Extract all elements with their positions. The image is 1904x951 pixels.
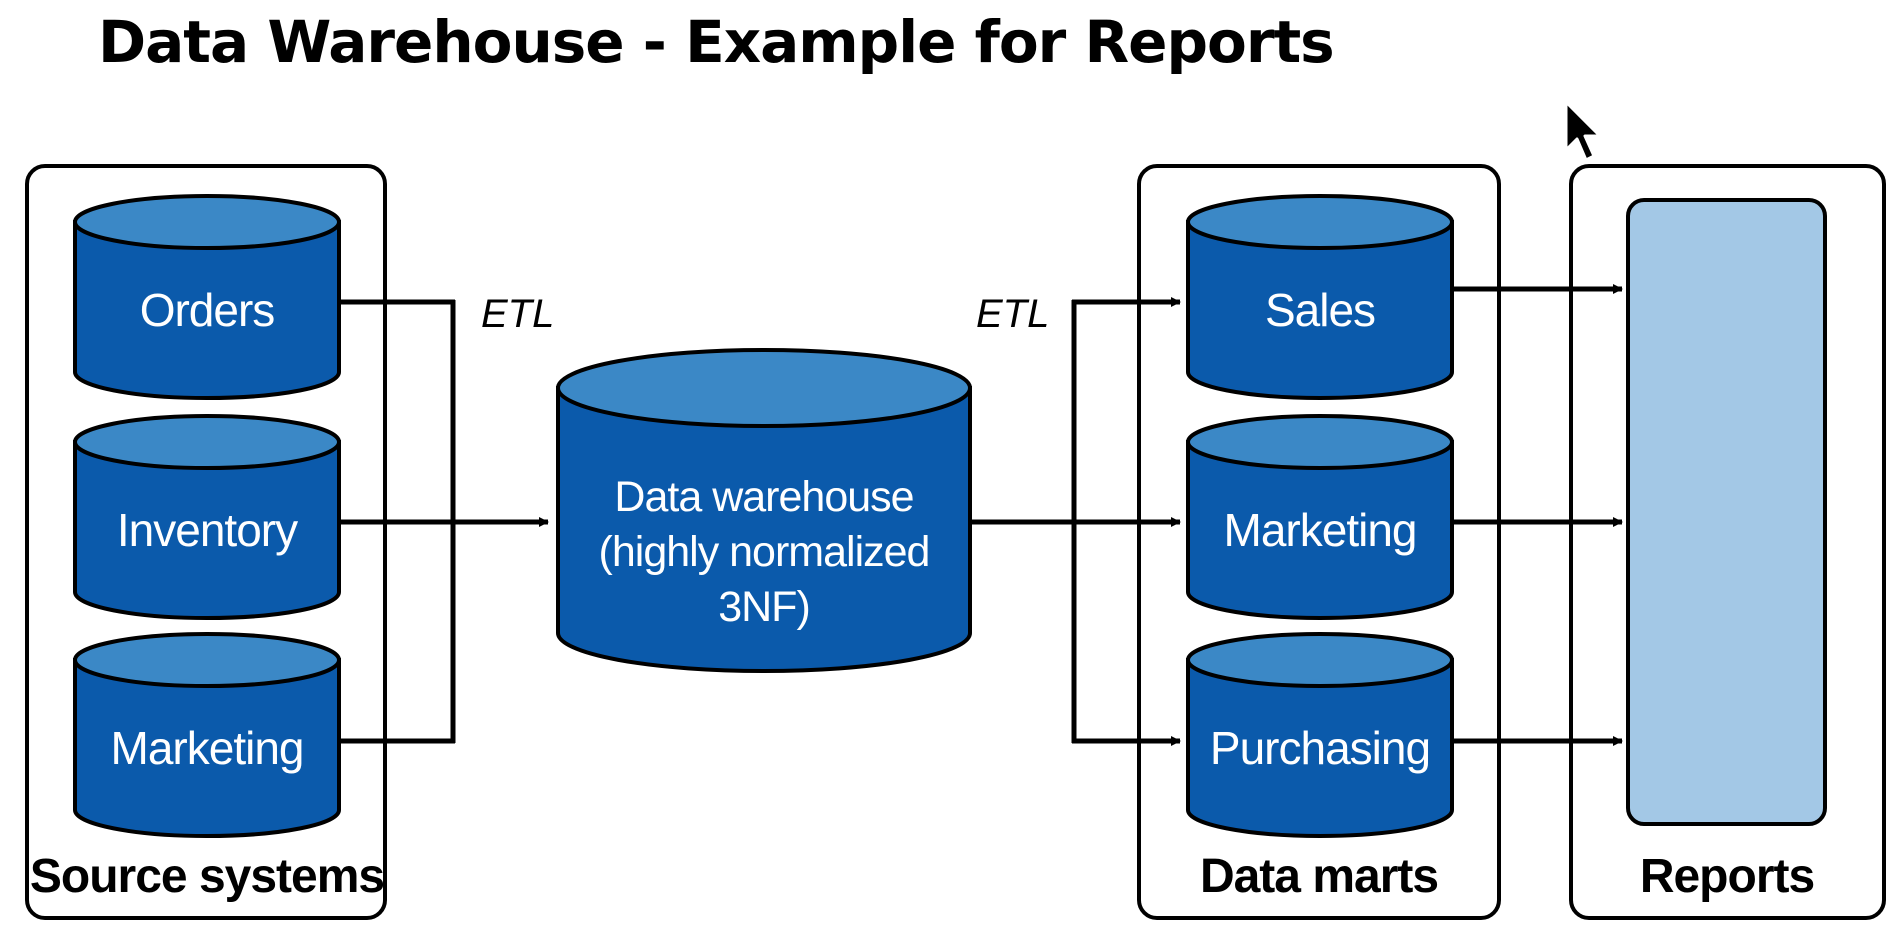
mart-report-connectors [1451,284,1623,746]
page-title: Data Warehouse - Example for Reports [98,8,1335,76]
cylinder-body [73,440,341,620]
source-etl-connectors [340,299,549,744]
db-cylinder-marketing-source [73,632,341,838]
cylinder-top [556,348,972,428]
cylinder-body [1186,440,1454,620]
db-label-data-warehouse-line2: (highly normalized [599,528,930,576]
db-label-orders: Orders [140,284,275,336]
etl-label-left: ETL [481,292,554,336]
db-cylinder-sales [1186,194,1454,400]
db-cylinder-data-warehouse [556,348,972,673]
cylinder-body [73,658,341,838]
db-label-data-warehouse-line1: Data warehouse [614,473,913,521]
cylinder-body [73,220,341,400]
mouse-cursor-icon [1564,100,1602,162]
etl-label-right: ETL [976,292,1049,336]
cylinder-top [1186,414,1454,470]
cylinder-top [73,414,341,470]
db-label-inventory: Inventory [117,504,298,556]
db-label-marketing-source: Marketing [111,722,304,774]
db-label-purchasing: Purchasing [1210,722,1430,774]
db-label-sales: Sales [1265,284,1375,336]
group-label-source-systems: Source systems [30,850,384,903]
cylinder-top [73,194,341,250]
db-cylinder-purchasing [1186,632,1454,838]
cylinder-body [556,386,972,673]
reports-box [1626,198,1827,826]
warehouse-mart-connectors [968,297,1181,746]
db-label-marketing-mart: Marketing [1224,504,1417,556]
cylinder-body [1186,658,1454,838]
cylinder-body [1186,220,1454,400]
db-label-data-warehouse-line3: 3NF) [718,583,810,631]
cylinder-top [1186,194,1454,250]
cylinder-top [1186,632,1454,688]
cylinder-top [73,632,341,688]
db-cylinder-inventory [73,414,341,620]
db-cylinder-marketing-mart [1186,414,1454,620]
group-label-reports: Reports [1640,850,1814,903]
db-cylinder-orders [73,194,341,400]
group-label-data-marts: Data marts [1200,850,1438,903]
